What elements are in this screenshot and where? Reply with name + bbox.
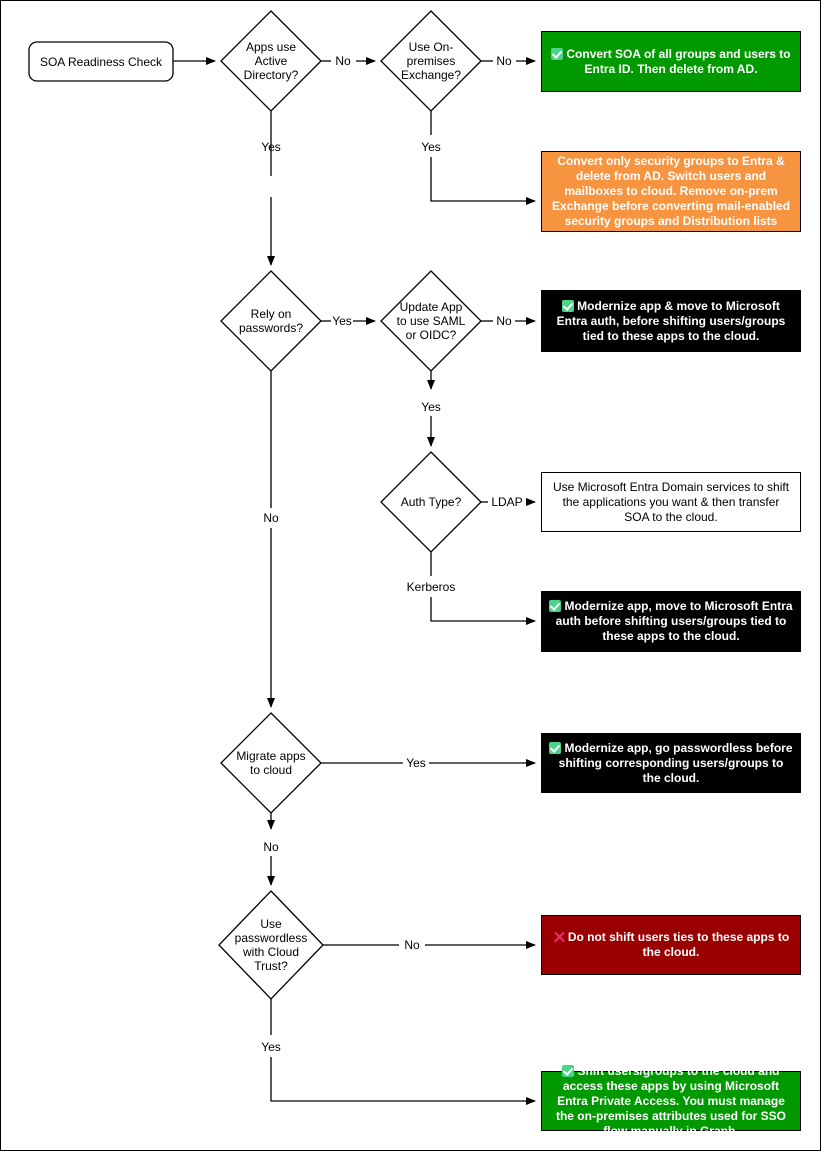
node-use-passwordless-cloud-trust[interactable]: Use passwordless with Cloud Trust? bbox=[218, 890, 324, 1000]
node-d4-line1: Update App bbox=[400, 300, 463, 314]
node-d3-line2: passwords? bbox=[239, 321, 303, 335]
edge-label-d7-no: No bbox=[404, 938, 420, 952]
edge-label-d1-yes: Yes bbox=[261, 140, 281, 154]
node-d7-line2: passwordless bbox=[235, 931, 308, 945]
result-entra-domain-services[interactable]: Use Microsoft Entra Domain services to s… bbox=[541, 472, 801, 532]
node-d7-line4: Trust? bbox=[254, 959, 288, 973]
edge-label-d4-yes: Yes bbox=[421, 400, 441, 414]
node-d1-line2: Active bbox=[255, 54, 288, 68]
result-r4-text: Use Microsoft Entra Domain services to s… bbox=[552, 479, 790, 524]
node-start-label: SOA Readiness Check bbox=[40, 55, 163, 69]
node-d7-line1: Use bbox=[260, 917, 282, 931]
edge-label-d7-yes: Yes bbox=[261, 1040, 281, 1054]
node-d2-line2: premises bbox=[407, 54, 456, 68]
result-r5-text: Modernize app, move to Microsoft Entra a… bbox=[555, 599, 793, 643]
result-modernize-app-entra-auth[interactable]: Modernize app & move to Microsoft Entra … bbox=[541, 290, 801, 352]
edge-d7-yes-seg2 bbox=[270, 1057, 536, 1105]
result-r8-text: Shift users/groups to the cloud and acce… bbox=[555, 1063, 787, 1138]
edge-label-d5-ldap: LDAP bbox=[491, 495, 522, 509]
edge-label-d3-yes: Yes bbox=[332, 314, 352, 328]
node-d2-line3: Exchange? bbox=[401, 68, 461, 82]
check-icon bbox=[549, 741, 562, 754]
edge-label-d4-no: No bbox=[496, 314, 512, 328]
node-d4-line3: or OIDC? bbox=[406, 328, 457, 342]
result-convert-security-groups[interactable]: Convert only security groups to Entra & … bbox=[541, 151, 801, 232]
edge-label-d1-no: No bbox=[335, 54, 351, 68]
node-rely-on-passwords[interactable]: Rely on passwords? bbox=[220, 270, 322, 372]
result-r3-text: Modernize app & move to Microsoft Entra … bbox=[556, 298, 786, 343]
node-d4-line2: to use SAML bbox=[397, 314, 466, 328]
result-do-not-shift-users[interactable]: Do not shift users ties to these apps to… bbox=[541, 915, 801, 975]
result-modernize-app-kerberos[interactable]: Modernize app, move to Microsoft Entra a… bbox=[541, 591, 801, 652]
check-icon bbox=[562, 1064, 575, 1077]
result-r7-text: Do not shift users ties to these apps to… bbox=[567, 930, 790, 959]
edge-label-d6-yes: Yes bbox=[406, 756, 426, 770]
node-d7-line3: with Cloud bbox=[242, 945, 299, 959]
edge-d2-yes-seg2 bbox=[430, 157, 536, 205]
check-icon bbox=[551, 47, 564, 60]
node-start[interactable]: SOA Readiness Check bbox=[28, 41, 174, 82]
node-use-on-premises-exchange[interactable]: Use On- premises Exchange? bbox=[380, 10, 482, 112]
check-icon bbox=[549, 600, 562, 612]
edge-label-d3-no: No bbox=[263, 511, 279, 525]
node-update-app-saml-oidc[interactable]: Update App to use SAML or OIDC? bbox=[380, 270, 482, 372]
x-icon bbox=[553, 931, 565, 943]
node-d5-line1: Auth Type? bbox=[401, 495, 462, 509]
check-icon bbox=[562, 299, 575, 312]
result-convert-soa-all-groups[interactable]: Convert SOA of all groups and users to E… bbox=[541, 31, 801, 92]
result-r6-text: Modernize app, go passwordless before sh… bbox=[558, 740, 793, 785]
node-auth-type[interactable]: Auth Type? bbox=[380, 451, 482, 553]
result-shift-users-private-access[interactable]: Shift users/groups to the cloud and acce… bbox=[541, 1064, 801, 1138]
node-d1-line3: Directory? bbox=[244, 68, 299, 82]
edge-label-d6-no: No bbox=[263, 840, 279, 854]
node-d1-line1: Apps use bbox=[246, 40, 296, 54]
node-d3-line1: Rely on bbox=[251, 307, 292, 321]
node-d6-line2: to cloud bbox=[250, 763, 292, 777]
result-r2-text: Convert only security groups to Entra & … bbox=[551, 154, 791, 228]
node-migrate-apps-to-cloud[interactable]: Migrate apps to cloud bbox=[220, 712, 322, 814]
edge-label-d5-kerberos: Kerberos bbox=[407, 580, 456, 594]
node-apps-use-active-directory[interactable]: Apps use Active Directory? bbox=[220, 10, 322, 112]
edge-label-d2-yes: Yes bbox=[421, 140, 441, 154]
edge-label-d2-no: No bbox=[496, 54, 512, 68]
result-modernize-go-passwordless[interactable]: Modernize app, go passwordless before sh… bbox=[541, 733, 801, 793]
node-d6-line1: Migrate apps bbox=[236, 749, 305, 763]
node-d2-line1: Use On- bbox=[409, 40, 454, 54]
result-r1-text: Convert SOA of all groups and users to E… bbox=[566, 46, 791, 76]
edge-d5-kerb-seg2 bbox=[430, 597, 536, 625]
